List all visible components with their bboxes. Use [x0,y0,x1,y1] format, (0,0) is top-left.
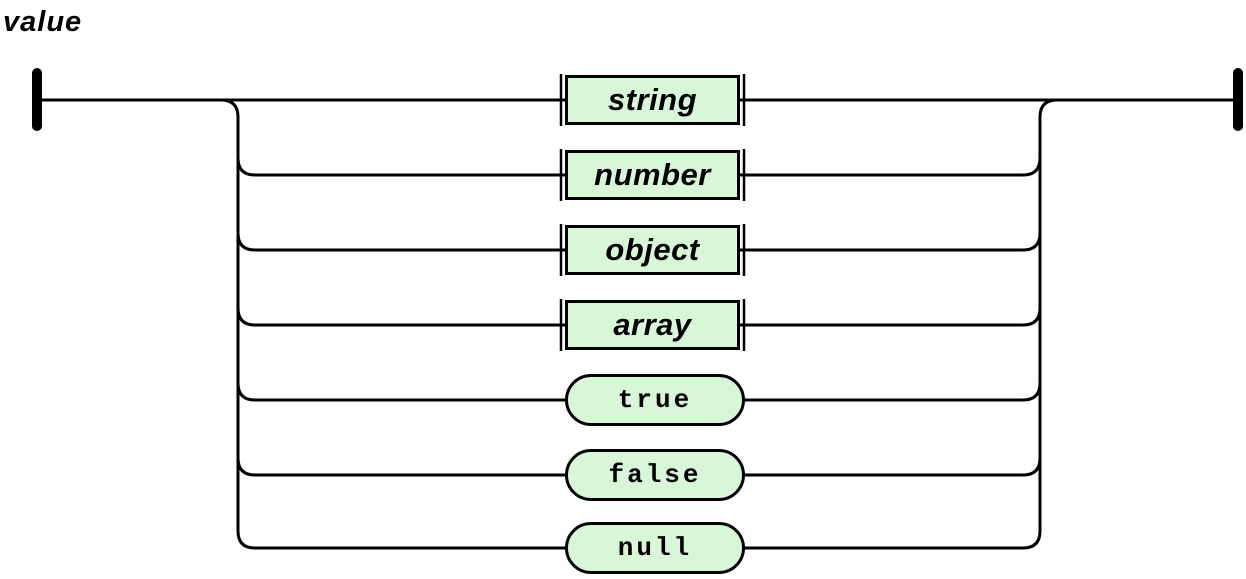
node-false-label: false [608,460,702,490]
node-number-label: number [594,157,711,192]
node-false: false [565,449,745,501]
rail-branch-right [738,98,1058,550]
node-null-label: null [617,533,693,563]
rail-row-right-object [738,232,1042,252]
node-array-label: array [613,307,692,342]
rail-row-right-false [738,457,1042,477]
end-terminal-marker [1233,68,1243,131]
diagram-title: value [3,6,83,38]
node-object-label: object [605,232,700,267]
node-string: string [565,75,740,125]
rail-row-left-number [236,157,570,177]
rail-row-left-object [236,232,570,252]
node-object: object [565,225,740,275]
rail-row-right-true [738,382,1042,402]
node-number: number [565,150,740,200]
node-array: array [565,300,740,350]
rail-row-left-array [236,307,570,327]
rail-row-right-number [738,157,1042,177]
rail-row-left-false [236,457,570,477]
node-true: true [565,374,745,426]
start-terminal-marker [32,68,42,131]
rail-row-right-array [738,307,1042,327]
node-true-label: true [617,385,693,415]
non-terminal-ticks [559,74,746,351]
node-string-label: string [607,82,698,117]
node-null: null [565,522,745,574]
rail-row-left-true [236,382,570,402]
rail-branch-left [220,98,570,550]
